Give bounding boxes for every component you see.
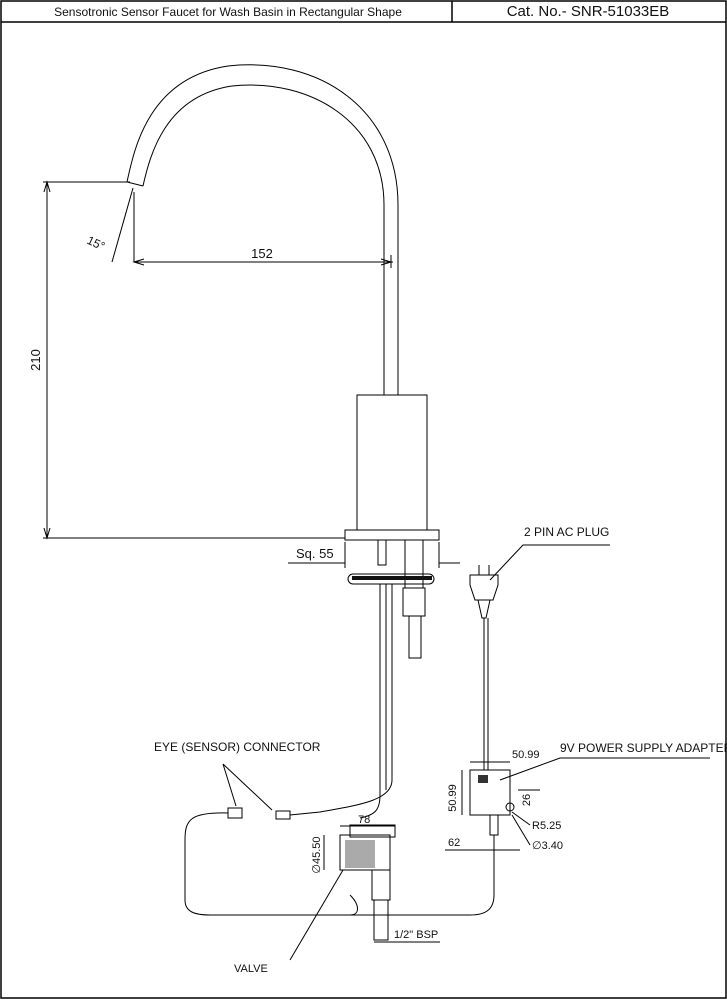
valve-leader	[289, 869, 344, 961]
ac-plug-body	[469, 574, 499, 601]
dim-152-arrow-left	[132, 258, 145, 266]
sensor-connector-male	[227, 807, 243, 819]
dim-78-label: 78	[358, 814, 370, 826]
drawing-title: Sensotronic Sensor Faucet for Wash Basin…	[54, 5, 402, 19]
valve-solenoid	[349, 824, 396, 838]
supply-hose	[359, 584, 381, 819]
dim-bsp-label: 1/2" BSP	[394, 929, 438, 941]
dim-152-label: 152	[251, 246, 273, 261]
faucet-base-plate	[344, 529, 440, 541]
dim-152-arrow-right	[380, 258, 393, 266]
plug-label: 2 PIN AC PLUG	[524, 525, 609, 539]
dim-45-label: ∅45.50	[311, 836, 323, 873]
faucet-body	[356, 394, 428, 531]
dim-adapter-radius-label: R5.25	[532, 820, 561, 832]
dim-210-arrow-top	[43, 180, 51, 193]
sensor-cable-loop	[184, 812, 358, 916]
adapter-output	[489, 814, 499, 836]
adapter-mount-hole	[505, 802, 515, 812]
ac-plug-strain-relief	[477, 599, 491, 619]
hole-leader	[511, 814, 531, 846]
dim-sq55-label: Sq. 55	[296, 546, 334, 561]
threaded-stud	[408, 615, 422, 659]
lock-nut	[402, 587, 426, 617]
sensor-connector-leader	[222, 763, 273, 811]
adapter-output-cable	[350, 835, 495, 916]
mounting-stem	[377, 539, 387, 566]
sensor-cable	[289, 584, 393, 816]
adapter-leader	[499, 757, 710, 781]
mounting-stem-right	[404, 539, 424, 589]
adapter-housing	[469, 769, 511, 816]
adapter-terminal	[478, 775, 488, 783]
dim-angle-label: 15°	[85, 233, 108, 253]
washer-gasket	[352, 576, 432, 580]
dim-adapter-tab-label: 26	[521, 794, 533, 806]
washer	[347, 573, 435, 585]
tip-angle-line	[111, 187, 134, 263]
dim-adapter-offset-label: 62	[448, 837, 460, 849]
spout-outer	[126, 64, 399, 395]
dim-adapter-width-label: 50.99	[512, 749, 540, 761]
valve-outlet	[371, 869, 391, 901]
dim-210-arrow-bottom	[43, 527, 51, 540]
dim-adapter-hole-label: ∅3.40	[532, 840, 563, 852]
adapter-label: 9V POWER SUPPLY ADAPTER	[560, 741, 727, 755]
spout-inner	[142, 84, 385, 395]
valve-body	[339, 834, 391, 871]
radius-leader	[511, 811, 531, 826]
dim-210-label: 210	[28, 349, 43, 371]
dim-adapter-height-label: 50.99	[447, 784, 459, 812]
sensor-connector-label: EYE (SENSOR) CONNECTOR	[154, 740, 321, 754]
valve-bsp-connector	[373, 899, 389, 941]
valve-fitting	[345, 840, 375, 868]
spout-tip	[126, 181, 144, 187]
plug-leader	[489, 544, 610, 581]
valve-label: VALVE	[234, 963, 268, 975]
catalog-number: Cat. No.- SNR-51033EB	[506, 3, 670, 20]
sensor-connector-female	[275, 810, 291, 820]
